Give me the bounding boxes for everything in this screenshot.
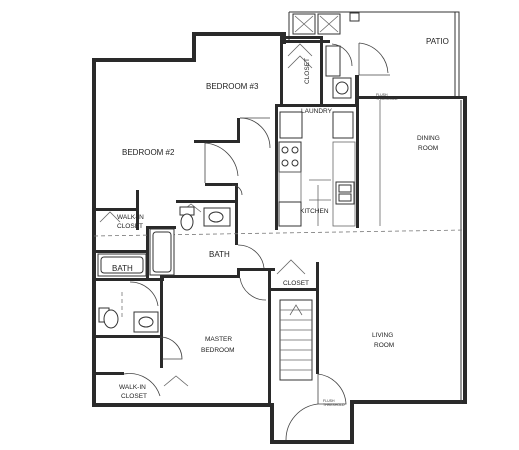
interior-walls [96, 36, 359, 403]
label-walkin-master-2: CLOSET [121, 393, 147, 400]
note-flush-entry-2: THRESHOLD [323, 403, 345, 407]
dryer [332, 111, 354, 139]
kitchen-sink [335, 181, 355, 205]
refrigerator [278, 201, 302, 227]
exterior-walls [92, 32, 467, 444]
fixtures [97, 45, 381, 381]
note-flush-patio-1: FLUSH [376, 93, 388, 97]
room-labels: PATIO BEDROOM #3 CLOSET LAUNDRY DINING R… [112, 37, 449, 400]
label-bath-left: BATH [112, 264, 133, 273]
tub [149, 228, 175, 276]
beam-line [93, 229, 466, 237]
notes: FLUSH THRESHOLD FLUSH THRESHOLD [323, 93, 398, 407]
label-closet-br3: CLOSET [304, 58, 311, 84]
label-master-1: MASTER [205, 336, 232, 343]
water-heater [332, 77, 352, 99]
label-closet-hall: CLOSET [283, 280, 309, 287]
bath-vanity [203, 207, 231, 227]
label-bedroom-3: BEDROOM #3 [206, 82, 259, 91]
label-laundry: LAUNDRY [301, 108, 333, 115]
patio-outline [288, 11, 462, 404]
stairs [279, 299, 313, 381]
label-dining-2: ROOM [418, 145, 438, 152]
toilet [180, 213, 194, 231]
label-walkin-master-1: WALK-IN [119, 384, 146, 391]
label-bath-top: BATH [209, 250, 230, 259]
label-living-2: ROOM [374, 342, 394, 349]
note-flush-entry-1: FLUSH [323, 399, 335, 403]
label-walkin-br2-2: CLOSET [117, 223, 143, 230]
toilet-left [103, 309, 119, 329]
stove [278, 141, 302, 173]
label-kitchen: KITCHEN [300, 208, 329, 215]
vanity-left [133, 311, 159, 333]
note-flush-patio-2: THRESHOLD [376, 97, 398, 101]
label-bedroom-2: BEDROOM #2 [122, 148, 175, 157]
label-patio: PATIO [426, 37, 449, 46]
label-living-1: LIVING [372, 332, 393, 339]
washer [279, 111, 303, 139]
label-walkin-br2-1: WALK-IN [117, 214, 144, 221]
left-tub [97, 253, 147, 277]
label-master-2: BEDROOM [201, 347, 235, 354]
door-swings [123, 42, 390, 441]
label-dining-1: DINING [417, 135, 440, 142]
